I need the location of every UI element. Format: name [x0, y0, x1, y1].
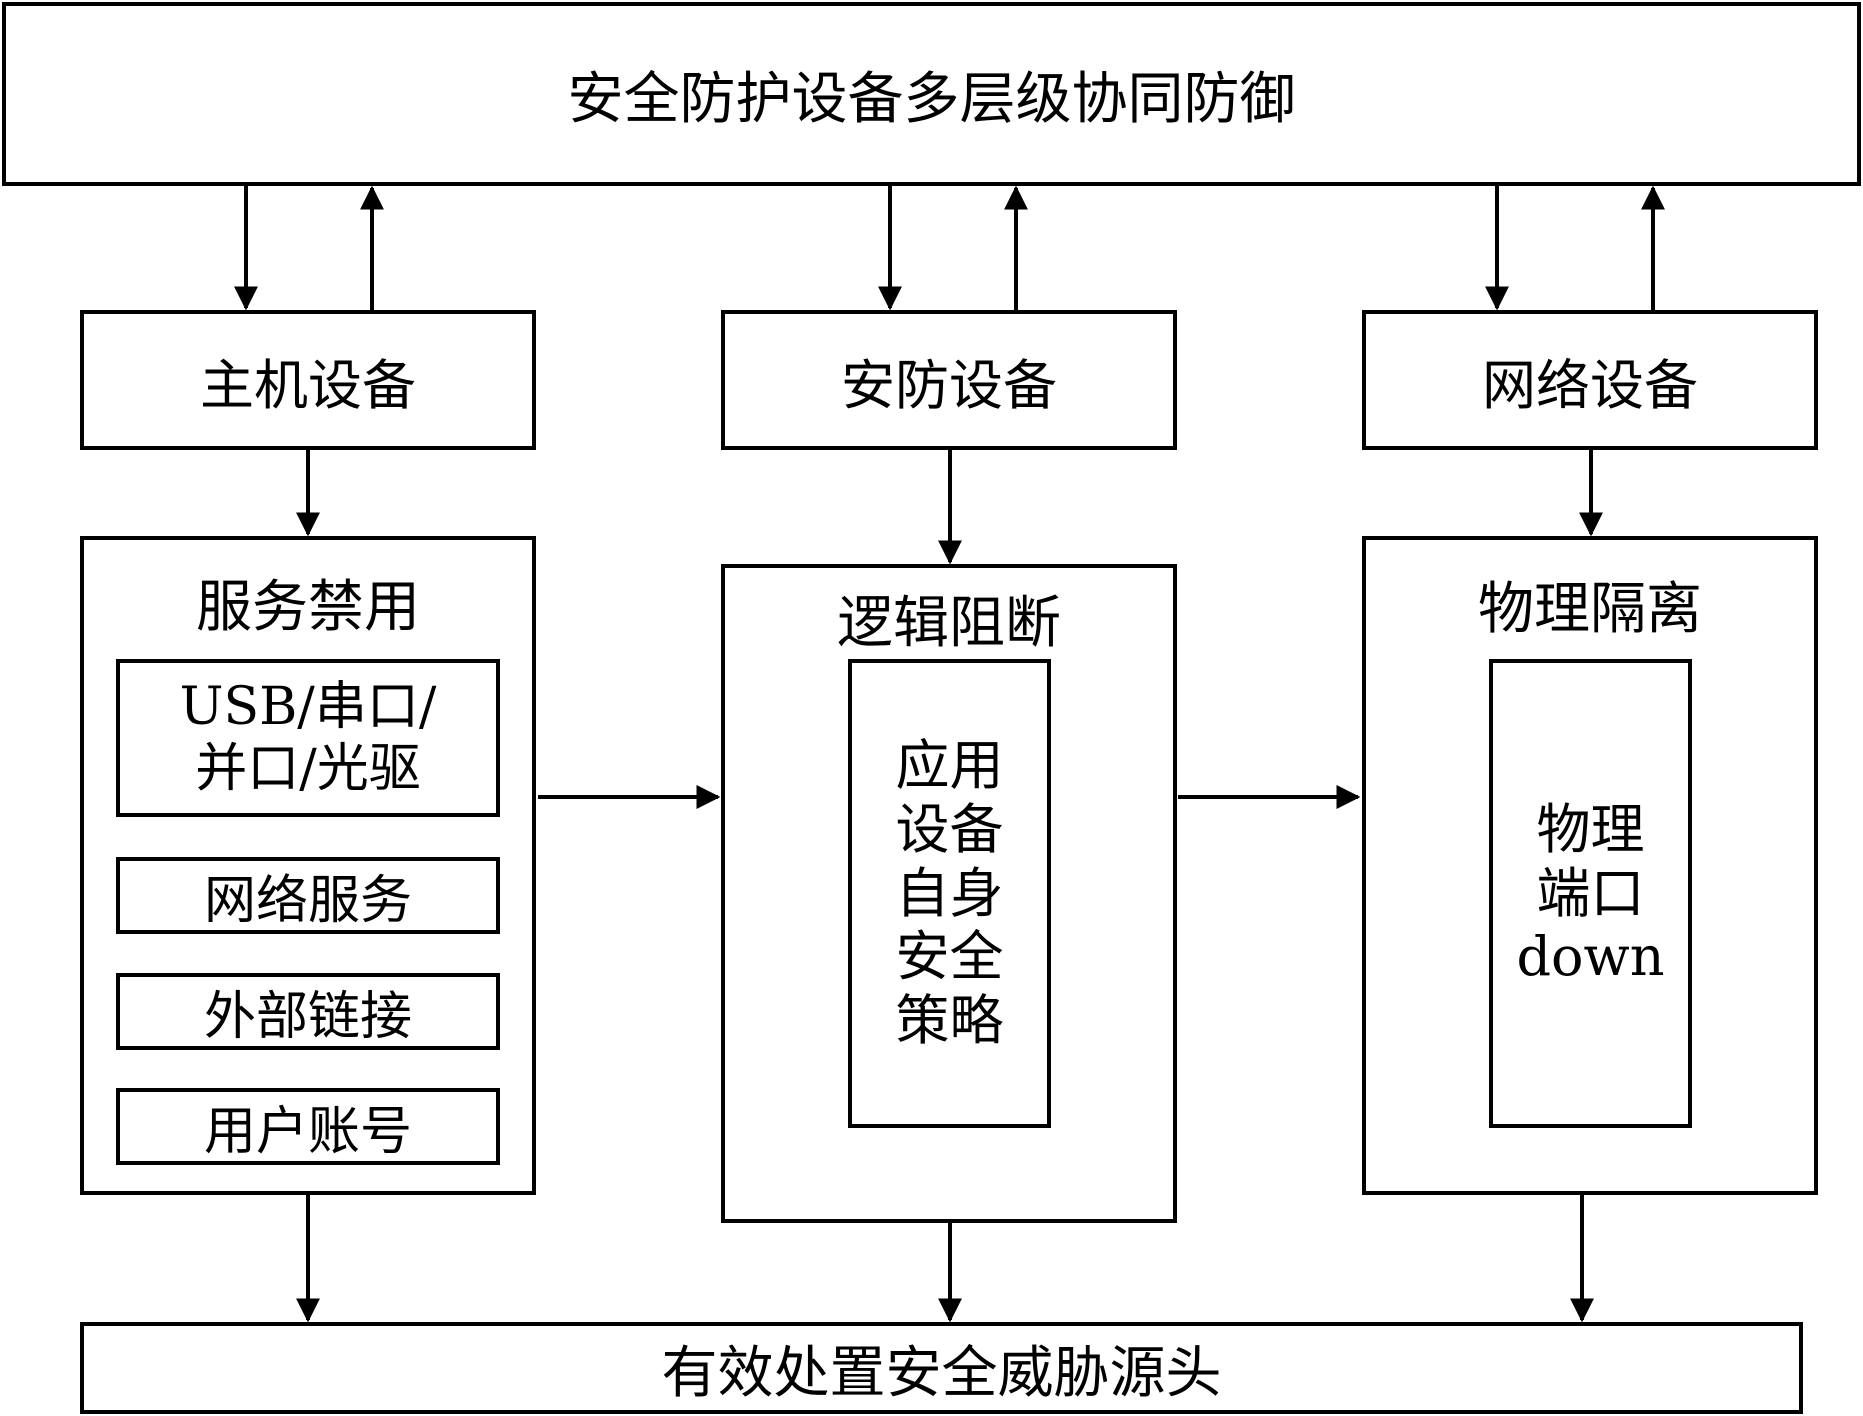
network-device-box: 网络设备 [1362, 310, 1818, 450]
usb-serial-line1: USB/串口/ [179, 676, 437, 737]
external-link-box: 外部链接 [116, 973, 500, 1050]
security-device-label: 安防设备 [841, 353, 1057, 417]
user-account-box: 用户账号 [116, 1088, 500, 1165]
physical-port-line-3: down [1516, 925, 1665, 989]
usb-serial-box: USB/串口/ 并口/光驱 [116, 659, 500, 817]
physical-port-down-box: 物理 端口 down [1489, 659, 1692, 1128]
network-service-label: 网络服务 [203, 871, 412, 931]
bottom-result-title: 有效处置安全威胁源头 [661, 1340, 1222, 1406]
network-device-label: 网络设备 [1482, 353, 1698, 417]
physical-port-line-2: 端口 [1536, 861, 1645, 925]
bottom-result-box: 有效处置安全威胁源头 [80, 1322, 1803, 1414]
app-security-line-3: 自身 [895, 861, 1004, 925]
network-service-box: 网络服务 [116, 857, 500, 934]
host-device-box: 主机设备 [80, 310, 536, 450]
top-defense-title: 安全防护设备多层级协同防御 [567, 66, 1296, 132]
logic-block-title: 逻辑阻断 [837, 591, 1061, 656]
usb-serial-line2: 并口/光驱 [195, 739, 421, 799]
top-defense-box: 安全防护设备多层级协同防御 [2, 2, 1861, 186]
physical-isolation-title: 物理隔离 [1478, 577, 1702, 642]
app-security-line-5: 策略 [895, 989, 1004, 1053]
security-device-box: 安防设备 [721, 310, 1177, 450]
app-security-line-2: 设备 [895, 797, 1004, 861]
host-device-label: 主机设备 [200, 353, 416, 417]
service-disable-title: 服务禁用 [196, 575, 420, 640]
external-link-label: 外部链接 [203, 987, 412, 1047]
physical-port-line-1: 物理 [1536, 797, 1645, 861]
app-security-line-4: 安全 [895, 925, 1004, 989]
user-account-label: 用户账号 [203, 1102, 412, 1162]
app-security-line-1: 应用 [895, 734, 1004, 798]
app-security-policy-box: 应用 设备 自身 安全 策略 [848, 659, 1051, 1128]
